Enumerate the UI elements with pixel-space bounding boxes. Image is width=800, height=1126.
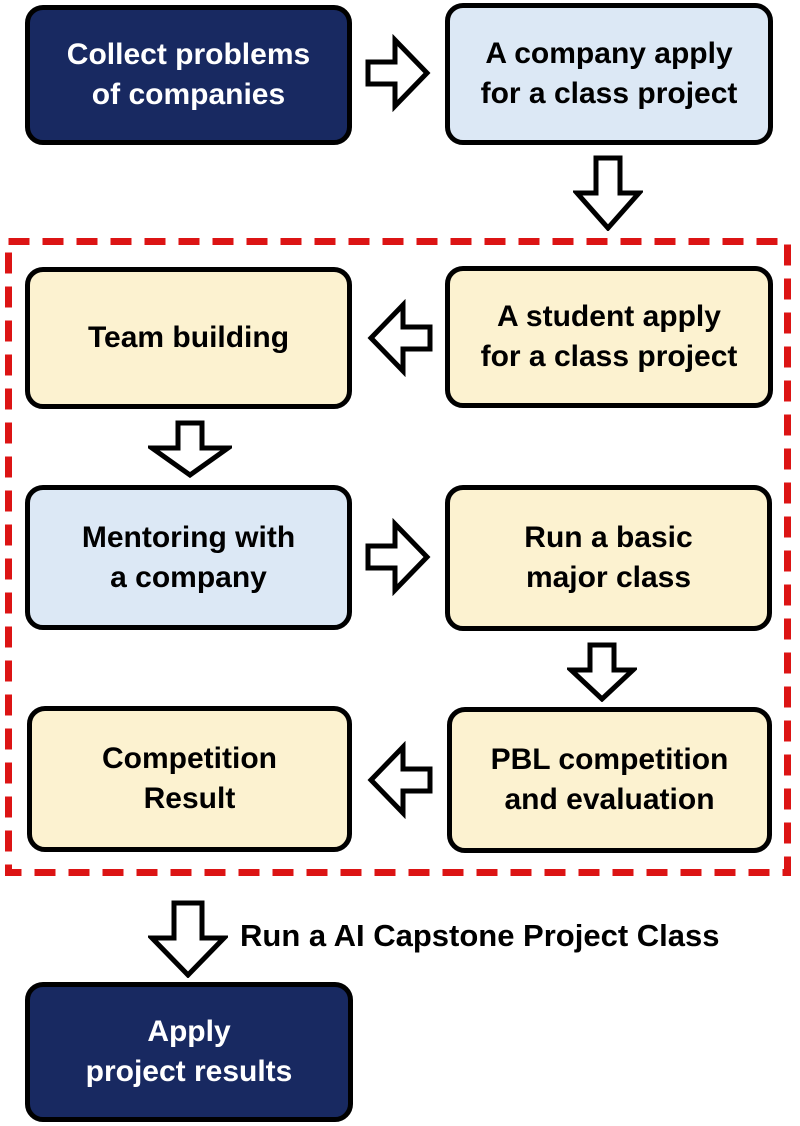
- arrow-down-icon: [148, 420, 232, 478]
- node-collect-problems: Collect problems of companies: [25, 5, 352, 145]
- node-team-building: Team building: [25, 267, 352, 409]
- arrow-down-icon: [573, 155, 643, 231]
- node-competition-result: Competition Result: [27, 706, 352, 852]
- arrow-right-icon: [365, 518, 431, 596]
- arrow-down-icon: [148, 900, 228, 978]
- arrow-right-icon: [365, 34, 431, 112]
- arrow-left-icon: [367, 299, 433, 377]
- node-mentoring-with-company: Mentoring with a company: [25, 485, 352, 630]
- node-apply-project-results: Apply project results: [25, 982, 353, 1122]
- node-student-apply: A student apply for a class project: [445, 266, 773, 408]
- arrow-down-icon: [567, 642, 637, 702]
- caption-capstone-class: Run a AI Capstone Project Class: [240, 918, 720, 953]
- arrow-left-icon: [367, 741, 433, 819]
- node-company-apply: A company apply for a class project: [445, 3, 773, 145]
- node-basic-major-class: Run a basic major class: [445, 485, 772, 631]
- node-pbl-competition: PBL competition and evaluation: [447, 707, 772, 853]
